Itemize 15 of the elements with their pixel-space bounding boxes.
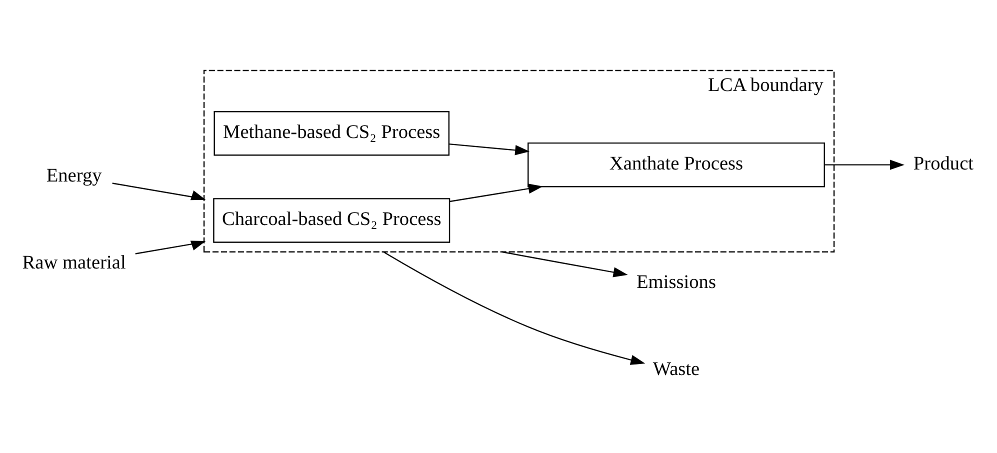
arrow [502, 251, 628, 278]
arrow [112, 182, 206, 200]
arrow [824, 160, 904, 170]
node-box: Charcoal-based CS₂ Process [213, 198, 450, 243]
arrow [449, 143, 530, 156]
arrow [383, 251, 646, 365]
node-text: Energy [46, 166, 102, 187]
node-text: Raw material [22, 252, 126, 274]
node-box: Xanthate Process [528, 142, 825, 188]
arrow [450, 184, 543, 202]
node-text: Product [913, 153, 974, 174]
node-text: Emissions [636, 272, 716, 293]
arrow [135, 240, 206, 254]
node-box: Methane-based CS₂ Process [214, 111, 450, 156]
node-text: Waste [652, 358, 700, 380]
